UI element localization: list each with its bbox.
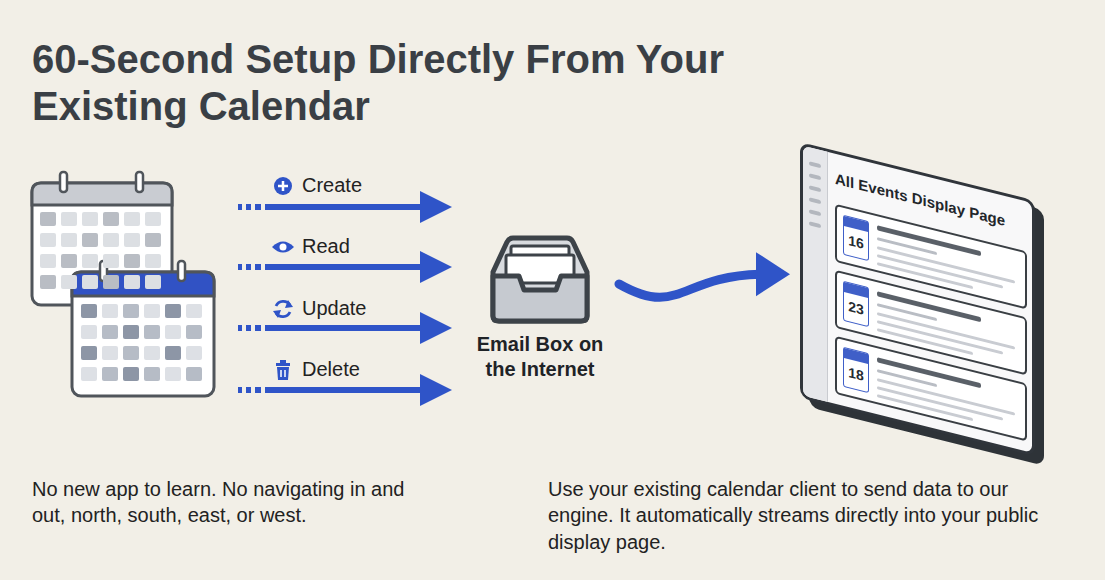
calendar-cell (81, 304, 97, 318)
calendar-cell (123, 304, 139, 318)
calendar-cell (82, 233, 98, 247)
calendar-cell (102, 367, 118, 381)
calendar-cell (186, 367, 202, 381)
calendar-cell (82, 275, 98, 289)
calendar-cell (144, 325, 160, 339)
date-badge: 23 (843, 281, 869, 327)
calendar-cell (124, 233, 140, 247)
calendar-cell (144, 304, 160, 318)
label-text: Delete (302, 358, 360, 381)
node-label: Email Box on the Internet (465, 332, 615, 382)
label-text: Use your existing calendar client to sen… (548, 476, 1048, 555)
calendar-cell (186, 325, 202, 339)
label-text: Update (302, 297, 367, 320)
calendar-cell (82, 254, 98, 268)
calendar-cell (144, 367, 160, 381)
month-strip (844, 216, 868, 232)
text-line (877, 312, 1015, 349)
calendar-cell (40, 233, 56, 247)
arrow-head (756, 252, 790, 296)
calendar-cell (82, 212, 98, 226)
label-text: No new app to learn. No navigating in an… (32, 476, 442, 529)
calendar-cell (186, 346, 202, 360)
calendar-cell (102, 325, 118, 339)
arrow-shaft (619, 274, 760, 297)
calendar-cell (103, 254, 119, 268)
date-badge: 18 (843, 347, 869, 393)
calendar-cell (145, 212, 161, 226)
flow-arrow (619, 252, 790, 297)
inbox-node: Email Box on the Internet (465, 232, 615, 382)
calendar-cell (102, 346, 118, 360)
calendar-cell (61, 233, 77, 247)
calendar-cell (165, 346, 181, 360)
calendar-cell (123, 367, 139, 381)
calendar-icons (32, 172, 214, 396)
calendar-cell (124, 275, 140, 289)
calendar-cell (103, 275, 119, 289)
calendar-cell (103, 212, 119, 226)
tray-front (493, 276, 587, 321)
title: 60-Second Setup Directly From Your Exist… (32, 36, 752, 130)
date-number: 16 (844, 226, 868, 258)
calendar-cell (40, 254, 56, 268)
text-line (877, 246, 1015, 283)
calendar-cell (61, 254, 77, 268)
calendar-cell (145, 254, 161, 268)
label-text: Create (302, 174, 362, 197)
calendar-cell (123, 346, 139, 360)
calendar-cell (40, 275, 56, 289)
calendar-cell (124, 254, 140, 268)
calendar-cell (186, 304, 202, 318)
calendar-cell (123, 325, 139, 339)
text-line (877, 254, 1003, 288)
month-strip (844, 282, 868, 298)
calendar-cell (102, 304, 118, 318)
calendar-cell (145, 233, 161, 247)
text-line (877, 386, 1003, 420)
sidebar (803, 146, 828, 402)
calendar-cell (40, 212, 56, 226)
inbox-icon (485, 232, 595, 324)
tray (493, 238, 587, 321)
calendar-cell (145, 275, 161, 289)
calendar-cell (144, 346, 160, 360)
crud-icons (272, 177, 294, 380)
date-number: 18 (844, 358, 868, 390)
calendar-cell (61, 275, 77, 289)
calendar-cell (165, 304, 181, 318)
calendar-cell (61, 212, 77, 226)
calendar-cell (165, 367, 181, 381)
calendar-cell (103, 233, 119, 247)
display-page: All Events Display Page162318 (800, 142, 1035, 457)
calendar-cell (81, 325, 97, 339)
date-number: 23 (844, 292, 868, 324)
label-text: Read (302, 235, 350, 258)
crud-arrows (238, 191, 452, 406)
calendar-cell (124, 212, 140, 226)
month-strip (844, 348, 868, 364)
calendar-cell (81, 367, 97, 381)
text-line (877, 320, 1003, 354)
date-badge: 16 (843, 215, 869, 261)
text-line (877, 378, 1015, 415)
calendar-cell (81, 346, 97, 360)
calendar-cell (165, 325, 181, 339)
